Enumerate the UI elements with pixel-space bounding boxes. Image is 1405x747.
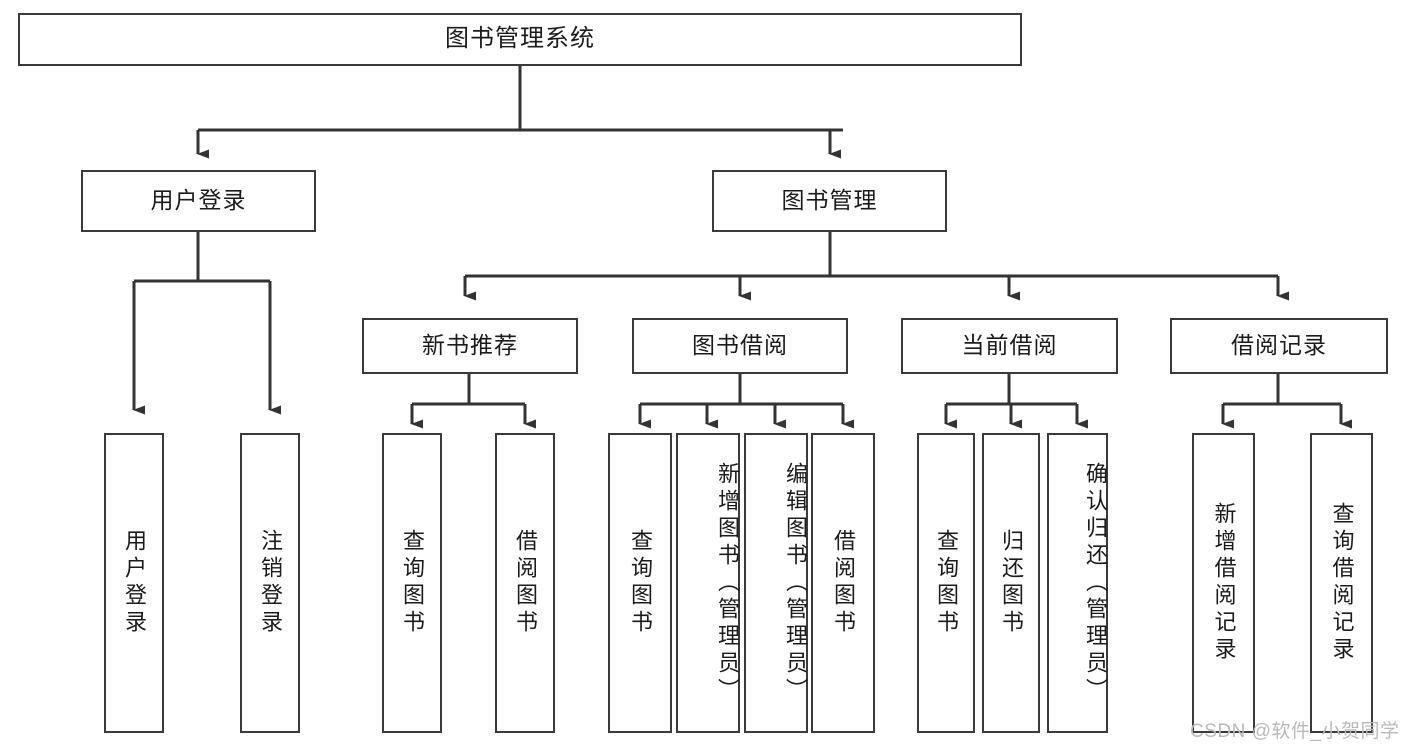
node-label: 借阅图书	[513, 529, 538, 637]
node-current-borrow[interactable]: 当前借阅	[901, 318, 1118, 374]
node-label: 新增图书（管理员）	[715, 461, 740, 705]
csdn-watermark: CSDN @软件_小贺同学	[1190, 721, 1400, 742]
leaf-borrow-book-1[interactable]: 借阅图书	[495, 433, 555, 733]
node-book-borrow[interactable]: 图书借阅	[632, 318, 848, 374]
leaf-query-book-3[interactable]: 查询图书	[917, 433, 975, 733]
leaf-confirm-return[interactable]: 确认归还（管理员）	[1047, 433, 1108, 733]
leaf-user-login[interactable]: 用户登录	[104, 433, 164, 733]
node-label: 图书借阅	[692, 332, 788, 359]
leaf-query-record[interactable]: 查询借阅记录	[1310, 433, 1373, 733]
node-label: 查询借阅记录	[1329, 502, 1355, 664]
node-label: 查询图书	[628, 529, 653, 637]
leaf-query-book-1[interactable]: 查询图书	[382, 433, 442, 733]
node-label: 确认归还（管理员）	[1083, 461, 1108, 705]
leaf-add-book[interactable]: 新增图书（管理员）	[676, 433, 740, 733]
node-user-login[interactable]: 用户登录	[81, 170, 316, 232]
node-label: 借阅图书	[831, 529, 856, 637]
node-label: 用户登录	[122, 529, 147, 637]
node-label: 新增借阅记录	[1211, 502, 1237, 664]
node-label: 图书管理	[781, 187, 878, 214]
leaf-query-book-2[interactable]: 查询图书	[608, 433, 672, 733]
leaf-add-record[interactable]: 新增借阅记录	[1192, 433, 1255, 733]
node-new-book-recommend[interactable]: 新书推荐	[362, 318, 578, 374]
node-label: 查询图书	[400, 529, 425, 637]
node-label: 图书管理系统	[445, 25, 595, 53]
leaf-edit-book[interactable]: 编辑图书（管理员）	[744, 433, 808, 733]
node-label: 编辑图书（管理员）	[783, 461, 808, 705]
leaf-logout[interactable]: 注销登录	[240, 433, 300, 733]
node-label: 用户登录	[150, 187, 247, 214]
node-label: 查询图书	[934, 529, 959, 637]
node-root-system[interactable]: 图书管理系统	[18, 13, 1022, 66]
node-borrow-record[interactable]: 借阅记录	[1170, 318, 1388, 374]
node-label: 注销登录	[258, 529, 283, 637]
node-label: 借阅记录	[1231, 332, 1327, 359]
node-label: 当前借阅	[961, 332, 1058, 359]
leaf-return-book[interactable]: 归还图书	[982, 433, 1040, 733]
node-book-management[interactable]: 图书管理	[712, 170, 947, 232]
leaf-borrow-book-2[interactable]: 借阅图书	[811, 433, 875, 733]
node-label: 新书推荐	[422, 332, 518, 359]
node-label: 归还图书	[999, 529, 1024, 637]
